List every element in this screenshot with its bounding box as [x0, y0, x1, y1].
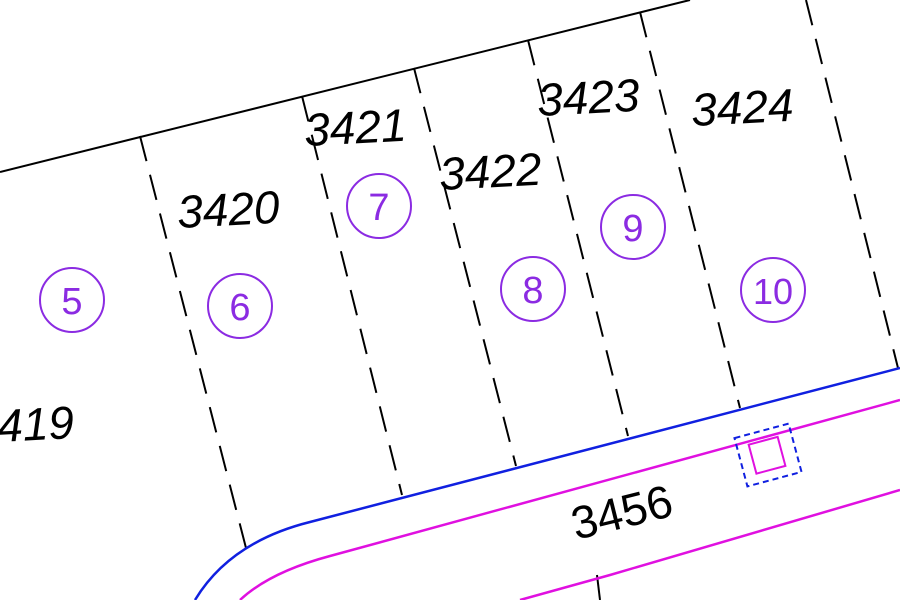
road-line-upper: [239, 398, 900, 600]
plot-label: 9: [622, 208, 643, 250]
parcel-label: 419: [0, 396, 75, 452]
divider-9-10: [639, 11, 741, 409]
plot-label: 8: [522, 270, 543, 312]
structure-outline-dashed: [733, 422, 803, 488]
parcel-label: 3421: [303, 99, 408, 156]
plot-label: 10: [753, 271, 793, 312]
divider-8-9: [527, 39, 629, 437]
divider-5-6: [139, 135, 247, 549]
plot-circle-6: [207, 273, 273, 339]
parcel-label: 3423: [536, 69, 641, 126]
divider-7-8: [413, 67, 517, 467]
plot-circle-10: [740, 257, 806, 323]
plot-circle-9: [600, 194, 666, 260]
divider-10-11: [805, 0, 899, 369]
plot-label: 5: [61, 281, 82, 323]
plot-circle-8: [500, 256, 566, 322]
plot-label: 6: [229, 287, 250, 329]
structure-marker: [733, 422, 803, 488]
plot-circle-7: [346, 173, 412, 239]
top-boundary-line: [0, 0, 691, 173]
road-line-lower: [519, 488, 900, 600]
parcel-label: 3424: [690, 79, 795, 136]
road-edge-line: [193, 366, 900, 600]
plot-labels: 5 6 7 8 9 10: [61, 187, 793, 329]
plot-circle-5: [39, 267, 105, 333]
parcel-labels: 419 3420 3421 3422 3423 3424: [0, 69, 795, 452]
parcel-label: 3420: [176, 181, 281, 238]
plot-markers: [39, 173, 806, 339]
structure-inner: [747, 435, 787, 475]
plot-label: 7: [368, 187, 389, 229]
parcel-label: 3422: [438, 143, 543, 200]
divider-6-7: [301, 95, 403, 496]
parcel-dividers: [139, 0, 899, 600]
